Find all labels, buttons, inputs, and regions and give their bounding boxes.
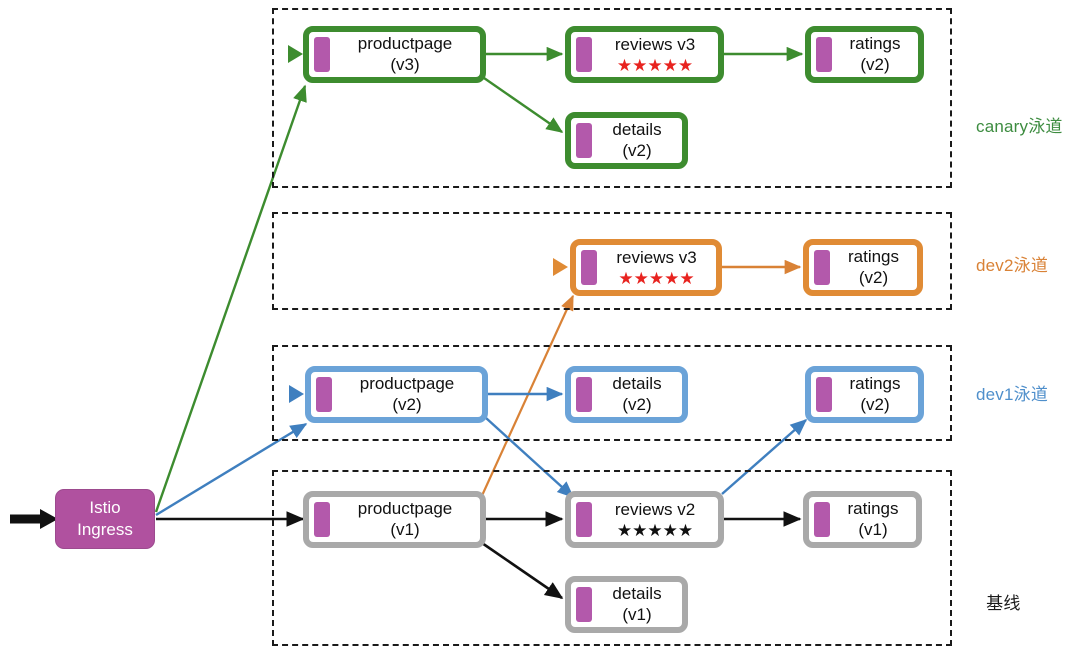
service-name: ratings: [847, 499, 899, 519]
service-version: (v2): [860, 394, 890, 414]
rating-stars-icon: ★★★★★: [618, 268, 695, 288]
sidecar-proxy-icon: [816, 37, 832, 72]
service-box-body: productpage (v1): [335, 499, 475, 539]
service-version: (v2): [622, 140, 652, 160]
service-dev1-productpage[interactable]: productpage (v2): [305, 366, 488, 423]
service-canary-productpage[interactable]: productpage (v3): [303, 26, 486, 83]
service-box-body: reviews v3 ★★★★★: [602, 248, 711, 288]
ingress-label-line2: Ingress: [77, 520, 133, 539]
service-box-body: ratings (v2): [835, 247, 912, 287]
lane-canary: [272, 8, 952, 188]
service-dev1-details[interactable]: details (v2): [565, 366, 688, 423]
sidecar-proxy-icon: [314, 502, 330, 537]
service-box-body: ratings (v2): [837, 374, 913, 414]
sidecar-proxy-icon: [576, 37, 592, 72]
service-dev1-ratings[interactable]: ratings (v2): [805, 366, 924, 423]
lane-label-baseline-line1: 基线: [986, 593, 1021, 613]
service-base-ratings[interactable]: ratings (v1): [803, 491, 922, 548]
lane-label-dev2: dev2泳道: [976, 256, 1049, 275]
service-dev2-reviews[interactable]: reviews v3 ★★★★★: [570, 239, 722, 296]
service-box-body: ratings (v2): [837, 34, 913, 74]
service-box-body: productpage (v2): [337, 374, 477, 414]
service-canary-details[interactable]: details (v2): [565, 112, 688, 169]
lane-label-baseline: 基线 (baseline): [965, 550, 1042, 657]
service-name: ratings: [849, 34, 901, 54]
service-box-body: productpage (v3): [335, 34, 475, 74]
service-name: reviews v3: [614, 35, 696, 55]
service-name: ratings: [847, 247, 900, 267]
sidecar-proxy-icon: [314, 37, 330, 72]
service-version: (v2): [858, 267, 889, 287]
sidecar-proxy-icon: [581, 250, 597, 285]
service-box-body: details (v2): [597, 120, 677, 160]
edge-external-to-ingress: [10, 509, 58, 529]
service-name: ratings: [849, 374, 901, 394]
lane-label-canary: canary泳道: [976, 117, 1063, 136]
service-name: details: [612, 584, 662, 604]
service-canary-ratings[interactable]: ratings (v2): [805, 26, 924, 83]
service-box-body: details (v2): [597, 374, 677, 414]
rating-stars-icon: ★★★★★: [616, 520, 694, 540]
service-version: (v1): [390, 519, 420, 539]
sidecar-proxy-icon: [814, 502, 830, 537]
lane-dev1: [272, 345, 952, 441]
lane-label-dev1: dev1泳道: [976, 385, 1049, 404]
service-name: details: [612, 374, 662, 394]
rating-stars-icon: ★★★★★: [616, 55, 694, 75]
sidecar-proxy-icon: [576, 123, 592, 158]
service-name: reviews v2: [614, 500, 696, 520]
service-version: (v3): [390, 54, 420, 74]
service-name: details: [612, 120, 662, 140]
service-name: productpage: [357, 499, 453, 519]
ingress-label-line1: Istio: [89, 497, 121, 517]
sidecar-proxy-icon: [576, 502, 592, 537]
service-box-body: ratings (v1): [835, 499, 911, 539]
service-version: (v2): [392, 394, 422, 414]
service-canary-reviews[interactable]: reviews v3 ★★★★★: [565, 26, 724, 83]
service-box-body: details (v1): [597, 584, 677, 624]
sidecar-proxy-icon: [814, 250, 830, 285]
service-name: reviews v3: [616, 248, 697, 268]
service-box-body: reviews v2 ★★★★★: [597, 500, 713, 540]
lane-baseline: [272, 470, 952, 646]
service-name: productpage: [359, 374, 455, 394]
service-base-productpage[interactable]: productpage (v1): [303, 491, 486, 548]
service-version: (v1): [622, 604, 652, 624]
sidecar-proxy-icon: [316, 377, 332, 412]
istio-ingress-node[interactable]: Istio Ingress: [55, 489, 155, 549]
service-name: productpage: [357, 34, 453, 54]
sidecar-proxy-icon: [576, 377, 592, 412]
service-version: (v2): [622, 394, 652, 414]
service-base-reviews[interactable]: reviews v2 ★★★★★: [565, 491, 724, 548]
sidecar-proxy-icon: [576, 587, 592, 622]
service-dev2-ratings[interactable]: ratings (v2): [803, 239, 923, 296]
service-box-body: reviews v3 ★★★★★: [597, 35, 713, 75]
service-version: (v1): [858, 519, 888, 539]
service-version: (v2): [860, 54, 890, 74]
service-base-details[interactable]: details (v1): [565, 576, 688, 633]
sidecar-proxy-icon: [816, 377, 832, 412]
lane-dev2: [272, 212, 952, 310]
